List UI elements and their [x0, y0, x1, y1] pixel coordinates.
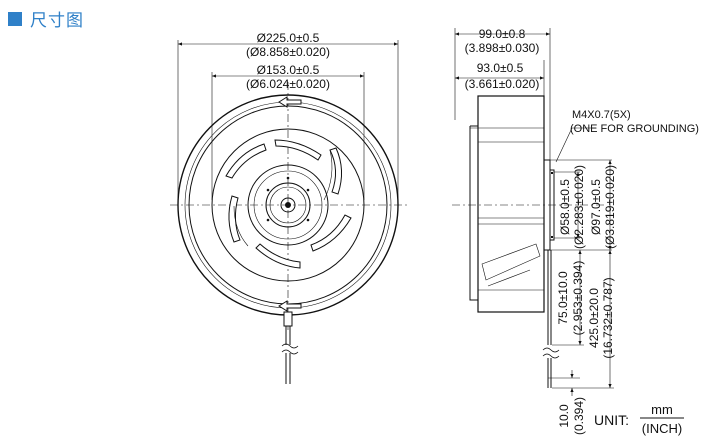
outer-diameter-in: (Ø8.858±0.020) — [246, 45, 330, 59]
inner-diameter-mm: Ø153.0±0.5 — [257, 63, 320, 77]
outer-diameter-mm: Ø225.0±0.5 — [257, 31, 320, 45]
inner-diameter-in: (Ø6.024±0.020) — [246, 77, 330, 91]
lead-short-in: (2.953±0.394) — [571, 261, 585, 336]
strip-length-mm: 10.0 — [557, 404, 571, 428]
body-in: (3.661±0.020) — [465, 77, 540, 91]
screw-note: M4X0.7(5X) — [572, 109, 631, 121]
hub-diameter-mm: Ø58.0±0.5 — [558, 179, 572, 235]
blue-square-icon — [8, 11, 22, 26]
depth-mm: 99.0±0.8 — [479, 27, 526, 41]
grounding-note: (ONE FOR GROUNDING) — [570, 123, 699, 135]
inlet-ring — [211, 128, 365, 282]
lead-long-mm: 425.0±20.0 — [587, 288, 601, 348]
strip-length-in: (0.394) — [572, 397, 586, 435]
unit-mm: mm — [651, 402, 673, 417]
lead-short-mm: 75.0±10.0 — [556, 271, 570, 325]
side-view: 99.0±0.8 (3.898±0.030) 93.0±0.5 (3.661±0… — [452, 27, 699, 435]
unit-inch: (INCH) — [642, 421, 682, 436]
section-title: 尺寸图 — [30, 11, 84, 31]
depth-in: (3.898±0.030) — [465, 41, 540, 55]
lead-wire — [281, 311, 299, 384]
body-mm: 93.0±0.5 — [477, 61, 524, 75]
impeller-blades — [225, 139, 352, 269]
mount-diameter-mm: Ø97.0±0.5 — [589, 179, 603, 235]
section-header: 尺寸图 — [8, 6, 84, 31]
rotation-arrow-icon — [278, 96, 302, 312]
unit-label: UNIT: — [594, 412, 629, 428]
hub-diameter-in: (Ø2.283±0.020) — [572, 165, 586, 249]
mount-diameter-in: (Ø3.819±0.020) — [603, 165, 617, 249]
front-view: Ø225.0±0.5 (Ø8.858±0.020) Ø153.0±0.5 (Ø6… — [170, 31, 410, 384]
lead-long-in: (16.732±0.787) — [601, 277, 615, 358]
unit-legend: UNIT: mm (INCH) — [594, 402, 684, 436]
